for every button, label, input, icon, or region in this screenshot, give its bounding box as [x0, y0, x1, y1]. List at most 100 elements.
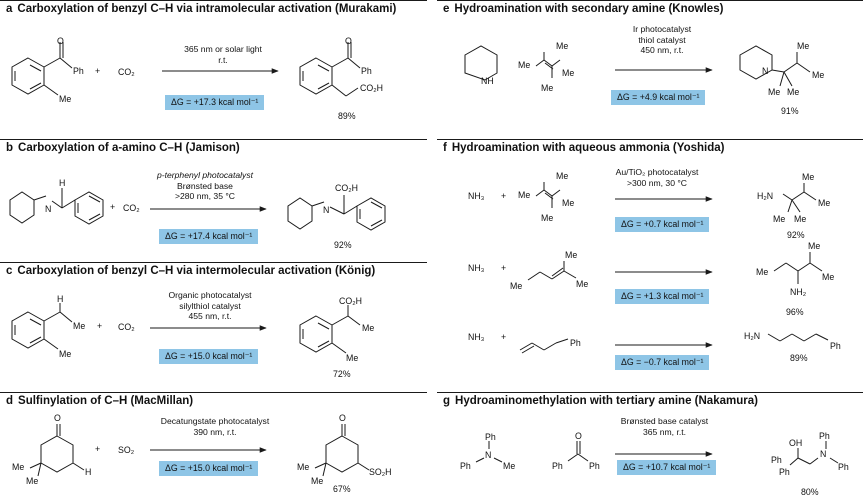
panel-divider	[0, 139, 427, 140]
atom-label-o: O	[339, 413, 346, 423]
atom-label-ph: Ph	[838, 462, 849, 472]
product-amino-alcohol: OH Ph Ph N Ph Ph	[771, 431, 849, 477]
atom-label-me: Me	[576, 279, 588, 289]
atom-label-me: Me	[768, 87, 780, 97]
atom-label-me: Me	[822, 272, 834, 282]
delta-g-badge: ΔG = +15.0 kcal mol⁻¹	[159, 349, 259, 364]
atom-label-co2h: CO₂H	[335, 183, 358, 193]
atom-label-me: Me	[797, 41, 809, 51]
atom-label-nh: NH	[481, 76, 494, 86]
reagent-nh3: NH₃	[468, 263, 485, 273]
reactant-tetramethylethylene: Me Me Me Me	[518, 41, 574, 93]
atom-label-me: Me	[362, 323, 374, 333]
delta-g-badge: ΔG = +10.7 kcal mol⁻¹	[617, 460, 717, 475]
panel-divider	[437, 0, 863, 1]
reactant-piperidine: NH	[464, 45, 498, 86]
reagent-so2: SO₂	[118, 445, 134, 455]
atom-label-me: Me	[562, 198, 574, 208]
reagent-nh3: NH₃	[468, 332, 485, 342]
atom-label-me: Me	[26, 476, 38, 486]
reactant-benzophenone: O Ph Ph	[552, 431, 600, 471]
product-sulfinic-acid: O Me Me SO₂H	[297, 413, 391, 486]
reactant-trimethylcyclohexanone: O Me Me H	[12, 413, 91, 486]
atom-label-h: H	[85, 467, 91, 477]
reactant-methylbenzophenone: O Ph Me	[11, 36, 84, 104]
atom-label-me: Me	[59, 349, 71, 359]
yield-label: 92%	[787, 230, 805, 240]
reactant-phenylbutene: Ph	[519, 338, 581, 354]
yield-label: 92%	[334, 240, 352, 250]
atom-label-me: Me	[518, 60, 530, 70]
atom-label-me: Me	[510, 281, 522, 291]
atom-label-h2n: H₂N	[757, 191, 773, 201]
panel-divider	[0, 262, 427, 263]
reactant-tertiary-amine-g: Ph N Ph Me	[460, 432, 515, 471]
panel-divider	[0, 0, 427, 1]
yield-label: 91%	[781, 106, 799, 116]
reaction-conditions: Au/TiO₂ photocatalyst>300 nm, 30 °C	[615, 167, 699, 188]
atom-label-co2h: CO₂H	[360, 83, 383, 93]
plus-sign: +	[95, 444, 100, 454]
atom-label-h: H	[59, 178, 65, 188]
atom-label-ph: Ph	[485, 432, 496, 442]
product-primary-amine-3: H₂N Ph	[744, 331, 841, 351]
panel-divider	[437, 139, 863, 140]
plus-sign: +	[501, 263, 506, 273]
reagent-co2: CO₂	[118, 322, 135, 332]
atom-label-me: Me	[541, 83, 553, 93]
reagent-co2: CO₂	[123, 203, 140, 213]
product-amino-acid: N CO₂H	[287, 183, 386, 231]
plus-sign: +	[110, 202, 115, 212]
atom-label-n: N	[485, 450, 491, 460]
yield-label: 72%	[333, 369, 351, 379]
panel-divider	[0, 392, 427, 393]
atom-label-me: Me	[562, 68, 574, 78]
atom-label-ph: Ph	[819, 431, 830, 441]
product-primary-amine-1: H₂N Me Me Me Me	[757, 172, 830, 224]
plus-sign: +	[97, 321, 102, 331]
atom-label-me: Me	[556, 171, 568, 181]
atom-label-me: Me	[59, 94, 71, 104]
atom-label-n: N	[45, 204, 51, 214]
atom-label-oh: OH	[789, 438, 802, 448]
atom-label-ph: Ph	[771, 455, 782, 465]
delta-g-badge: ΔG = +1.3 kcal mol⁻¹	[615, 289, 710, 304]
delta-g-badge: ΔG = +15.0 kcal mol⁻¹	[159, 461, 259, 476]
delta-g-badge: ΔG = +17.4 kcal mol⁻¹	[159, 229, 259, 244]
reagent-nh3: NH₃	[468, 191, 485, 201]
reactant-ethyltoluene: H Me Me	[11, 294, 85, 359]
atom-label-ph: Ph	[552, 461, 563, 471]
panel-divider	[437, 392, 863, 393]
reactant-tetramethylethylene: Me Me Me Me	[518, 171, 574, 223]
atom-label-me: Me	[812, 70, 824, 80]
atom-label-ph: Ph	[830, 341, 841, 351]
product-benzophenone-acid: O Ph CO₂H	[299, 36, 383, 97]
atom-label-o: O	[575, 431, 582, 441]
yield-label: 67%	[333, 484, 351, 494]
atom-label-me: Me	[787, 87, 799, 97]
atom-label-me: Me	[565, 250, 577, 260]
atom-label-ph: Ph	[589, 461, 600, 471]
atom-label-me: Me	[556, 41, 568, 51]
atom-label-me: Me	[73, 321, 85, 331]
atom-label-n: N	[820, 449, 826, 459]
atom-label-ph: Ph	[460, 461, 471, 471]
product-primary-amine-2: Me Me Me NH₂	[756, 241, 834, 297]
product-arylpropanoic-acid: CO₂H Me Me	[299, 296, 374, 363]
atom-label-h2n: H₂N	[744, 331, 760, 341]
delta-g-badge: ΔG = +4.9 kcal mol⁻¹	[611, 90, 706, 105]
